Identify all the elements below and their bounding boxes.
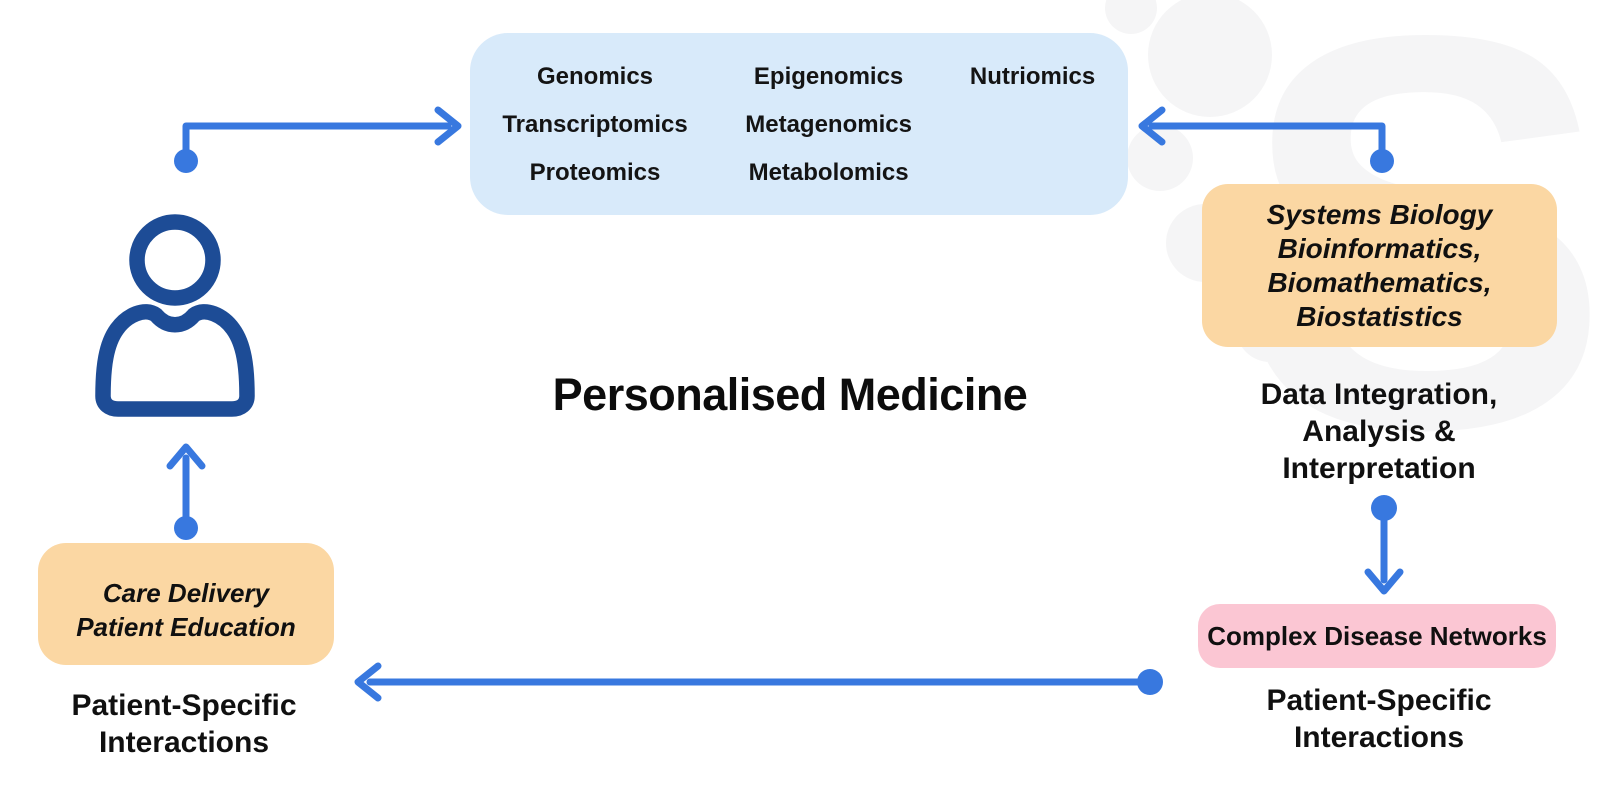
arrow-complex-to-care [354,662,1163,702]
omics-panel: Genomics Epigenomics Nutriomics Transcri… [470,33,1128,215]
data-integration-line: Analysis & [1302,415,1456,448]
page-title: Personalised Medicine [552,369,1028,420]
care-delivery-line: Care Delivery [102,578,270,608]
care-delivery-line: Patient Education [76,612,296,642]
omics-term: Epigenomics [753,63,904,90]
systems-line: Systems Biology [1266,198,1493,230]
arrow-systems-to-omics [1138,106,1394,173]
complex-disease-label: Complex Disease Networks [1207,620,1547,651]
patient-specific-line: Patient-Specific [1266,684,1492,717]
data-integration-label: Data Integration, Analysis & Interpretat… [1198,376,1560,487]
arrow-patient-to-omics [174,106,462,173]
person-icon [95,214,255,417]
systems-biology-panel: Systems Biology Bioinformatics, Biomathe… [1202,184,1557,347]
systems-line: Biostatistics [1296,300,1463,332]
patient-specific-line: Patient-Specific [71,689,297,722]
data-integration-line: Interpretation [1282,452,1476,485]
omics-row: Genomics Epigenomics Nutriomics [470,53,1128,101]
omics-term: Proteomics [529,159,661,186]
omics-term: Metabolomics [748,159,909,186]
care-delivery-panel: Care Delivery Patient Education [38,543,334,665]
omics-term: Nutriomics [969,63,1096,90]
systems-line: Biomathematics, [1267,266,1492,298]
patient-specific-label-right: Patient-Specific Interactions [1198,682,1560,756]
systems-line: Bioinformatics, [1277,232,1482,264]
omics-term: Metagenomics [745,111,912,138]
arrow-data-to-complex [1364,495,1404,595]
patient-specific-line: Interactions [98,726,270,759]
complex-disease-panel: Complex Disease Networks [1198,604,1556,668]
arrow-care-to-patient [166,443,206,540]
patient-specific-label-left: Patient-Specific Interactions [10,687,358,761]
omics-term: Genomics [536,63,654,90]
data-integration-line: Data Integration, [1260,378,1498,411]
omics-term: Transcriptomics [502,111,688,138]
omics-row: Transcriptomics Metagenomics [470,101,1128,149]
omics-row: Proteomics Metabolomics [470,149,1128,197]
patient-specific-line: Interactions [1293,721,1465,754]
